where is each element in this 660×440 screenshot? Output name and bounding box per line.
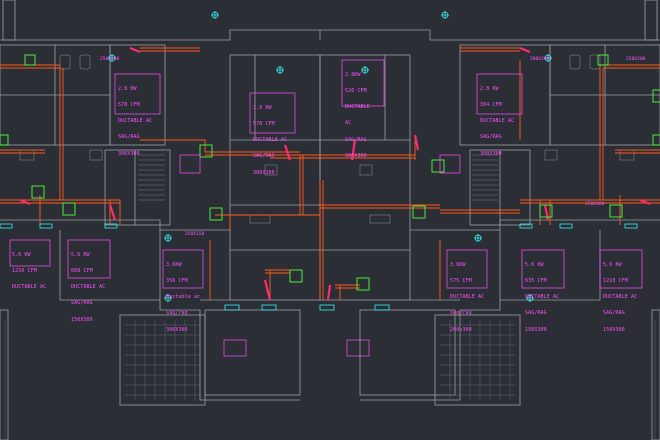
ac-label-line: SAG/RAG <box>480 134 502 141</box>
ac-label-line: DUCTABLE AC <box>525 294 560 301</box>
ac-label-line: 2.8 KW <box>253 104 272 111</box>
ac-label-line: 3.6KW <box>450 261 466 268</box>
ac-label-top-right: 2.8 KW 304 CFM DUCTABLE AC SAG/RAG 300X3… <box>480 76 514 163</box>
ac-label-mid-left: 3.6KW 356 CFM Ductable ac sag/rag 300X30… <box>166 252 200 339</box>
ac-label-line: DUCTABLE <box>345 104 370 111</box>
ac-label-bottom-right-a: 5.6 KW 635 CFM DUCTABLE AC SAG/RAG 150X3… <box>525 252 559 339</box>
ac-unit-2 <box>31 185 45 199</box>
ac-label-line: 150X300 <box>71 316 93 323</box>
ac-unit-3 <box>62 202 76 216</box>
ac-label-bottom-left-b: 5.6 KW 608 CFM DUCTABLE AC SAG/RAG 150X3… <box>71 242 105 329</box>
ac-label-line: 5.6 KW <box>603 261 622 268</box>
ac-label-line: DUCTABLE AC <box>450 294 485 301</box>
ac-unit-12 <box>609 204 623 218</box>
ac-unit-9 <box>412 205 426 219</box>
ac-label-line: 2.8 KW <box>118 85 137 92</box>
duct-lines <box>0 47 660 300</box>
ac-label-line: 526 CFM <box>345 88 367 95</box>
ac-label-line: 575 CFM <box>450 278 472 285</box>
ac-label-line: 300X300 <box>118 150 140 157</box>
ac-label-center-right: 2.8KW 526 CFM DUCTABLE AC SAG/RAG 300X30… <box>345 62 370 165</box>
ac-label-line: 300X300 <box>253 169 275 176</box>
fixtures <box>19 54 635 224</box>
ceiling-diffusers <box>108 11 552 302</box>
ac-label-line: 578 CFM <box>118 102 140 109</box>
ac-label-bottom-left-a: 5.6 KW 1210 CFM DUCTABLE AC <box>12 242 46 296</box>
label-frames <box>9 59 643 357</box>
ac-label-line: 3.6KW <box>166 261 182 268</box>
ac-units <box>0 54 660 291</box>
ac-label-line: 5.6 KW <box>71 251 90 258</box>
ac-label-line: 608 CFM <box>71 268 93 275</box>
ac-label-line: DUCTABLE AC <box>118 118 153 125</box>
ac-unit-4 <box>0 134 9 146</box>
duct-size-tag: 250X200 <box>626 57 646 62</box>
ac-label-top-left: 2.8 KW 578 CFM DUCTABLE AC SAG/RAG 300X3… <box>118 76 152 163</box>
duct-size-tag: 200X200 <box>530 57 550 62</box>
ac-label-line: SAG/RAG <box>345 136 367 143</box>
ac-unit-6 <box>209 207 223 221</box>
ac-label-line: 300X300 <box>345 152 367 159</box>
ac-label-line: 356 CFM <box>166 278 188 285</box>
ac-label-line: 635 CFM <box>525 278 547 285</box>
ac-unit-8 <box>356 277 370 291</box>
ac-label-center-left: 2.8 KW 578 CFM DUCTABLE AC SAG/RAG 300X3… <box>253 95 287 182</box>
ac-unit-1 <box>24 54 36 66</box>
ac-label-line: SAG/RAG <box>118 134 140 141</box>
ac-label-line: SAG/RAG <box>71 300 93 307</box>
ac-label-line: 5.6 KW <box>525 261 544 268</box>
ac-label-line: SAG/RAG <box>603 310 625 317</box>
ac-label-line: 304 CFM <box>480 102 502 109</box>
ac-label-line: 1210 CFM <box>603 278 628 285</box>
ac-unit-11 <box>539 204 553 218</box>
balcony-hatch <box>4 320 656 440</box>
ac-label-line: DUCTABLE AC <box>480 118 515 125</box>
duct-size-tag: 250X200 <box>100 57 120 62</box>
ac-label-mid-right: 3.6KW 575 CFM DUCTABLE AC sag/rag 200x30… <box>450 252 484 339</box>
duct-size-tag: 250X150 <box>185 232 205 237</box>
flex-ducts <box>19 46 651 301</box>
ac-unit-5 <box>199 144 213 158</box>
ac-label-line: 1210 CFM <box>12 268 37 275</box>
ac-label-line: 578 CFM <box>253 121 275 128</box>
ac-label-line: DUCTABLE AC <box>71 284 106 291</box>
diffusers <box>0 223 638 311</box>
stairs <box>138 154 498 201</box>
ac-label-line: 5.6 KW <box>12 251 31 258</box>
ac-label-line: DUCTABLE AC <box>12 284 47 291</box>
ac-label-line: 150X300 <box>603 326 625 333</box>
ac-unit-14 <box>652 89 660 103</box>
ac-label-line: 150X300 <box>525 326 547 333</box>
ac-label-line: sag/rag <box>450 310 472 317</box>
ac-label-line: SAG/RAG <box>253 153 275 160</box>
ac-label-line: 2.8 KW <box>480 85 499 92</box>
duct-size-tag: 250X200 <box>585 202 605 207</box>
ac-label-line: DUCTABLE AC <box>253 137 288 144</box>
ac-label-line: DUCTABLE AC <box>603 294 638 301</box>
ac-label-bottom-right-b: 5.6 KW 1210 CFM DUCTABLE AC SAG/RAG 150X… <box>603 252 637 339</box>
ac-label-line: AC <box>345 120 352 127</box>
ac-label-line: sag/rag <box>166 310 188 317</box>
ac-unit-15 <box>652 134 660 146</box>
ac-label-line: 200x300 <box>450 326 472 333</box>
ac-label-line: 300X300 <box>166 326 188 333</box>
ac-unit-10 <box>431 159 445 173</box>
ac-label-line: 300X300 <box>480 150 502 157</box>
ac-unit-13 <box>597 54 609 66</box>
ac-unit-7 <box>289 269 303 283</box>
ac-label-line: 2.8KW <box>345 71 361 78</box>
ac-label-line: Ductable ac <box>166 294 201 301</box>
ac-label-line: SAG/RAG <box>525 310 547 317</box>
